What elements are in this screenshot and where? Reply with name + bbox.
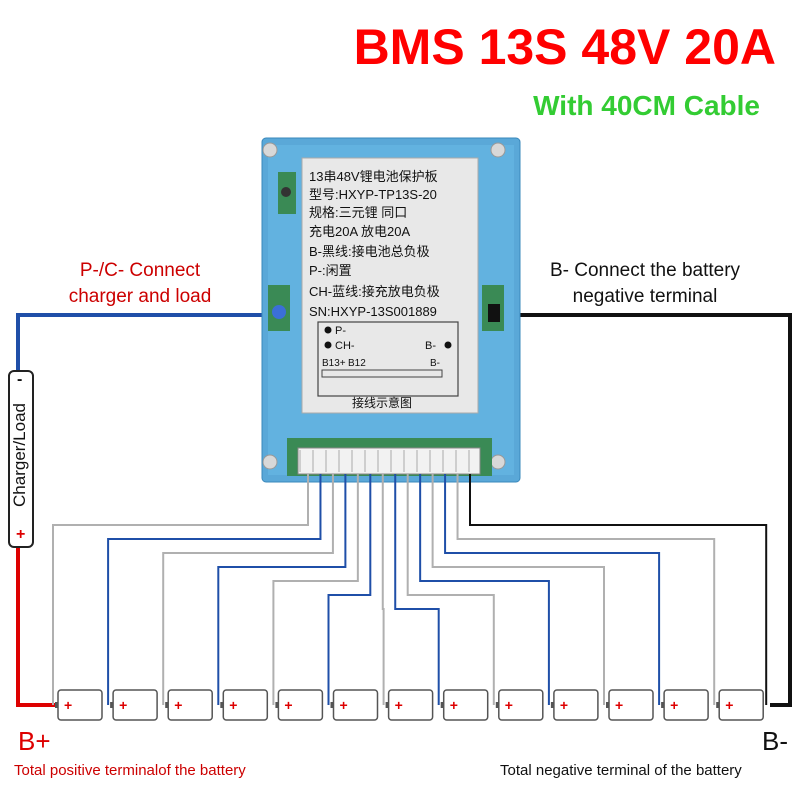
pc-connect-note-line2: charger and load bbox=[68, 286, 212, 307]
battery-cell-plus: + bbox=[229, 697, 237, 713]
battery-cell-terminal bbox=[661, 702, 665, 708]
board-line-3: 规格:三元锂 同口 bbox=[309, 205, 407, 220]
board-line-7: CH-蓝线:接充放电负极 bbox=[309, 284, 440, 299]
board-label-text: 13串48V锂电池保护板 型号:HXYP-TP13S-20 规格:三元锂 同口 … bbox=[309, 169, 440, 410]
balance-wire bbox=[456, 474, 716, 705]
battery-cells: + + + + + + + + + + + + + bbox=[55, 689, 764, 721]
charge-wire bbox=[16, 313, 275, 372]
balance-wire bbox=[107, 474, 322, 705]
battery-cell-plus: + bbox=[340, 697, 348, 713]
page-title: BMS 13S 48V 20A bbox=[353, 19, 776, 75]
diagram-ch-label: CH- bbox=[335, 340, 355, 352]
balance-wire bbox=[381, 474, 385, 705]
balance-wire bbox=[52, 474, 309, 705]
charger-load-label: Charger/Load bbox=[10, 403, 29, 507]
battery-cell-plus: + bbox=[284, 697, 292, 713]
pc-connect-note: P-/C- Connect charger and load bbox=[30, 258, 250, 310]
negative-wire bbox=[497, 313, 792, 707]
pc-connect-note-line1: P-/C- Connect bbox=[79, 260, 201, 281]
battery-cell-plus: + bbox=[505, 697, 513, 713]
balance-wires bbox=[52, 450, 768, 705]
balance-wire bbox=[272, 474, 359, 705]
battery-cell-terminal bbox=[716, 702, 720, 708]
battery-cell-plus: + bbox=[119, 697, 127, 713]
b-plus-label: B+ bbox=[18, 726, 51, 756]
board-line-8: SN:HXYP-13S001889 bbox=[309, 304, 437, 319]
board-line-4: 充电20A 放电20A bbox=[309, 224, 410, 239]
battery-cell-terminal bbox=[55, 702, 58, 708]
diagram-b-small-label: B- bbox=[430, 358, 440, 369]
b-minus-label: B- bbox=[762, 726, 788, 756]
diagram-p-label: P- bbox=[335, 325, 346, 337]
balance-wire bbox=[162, 474, 334, 705]
total-negative-label: Total negative terminal of the battery bbox=[500, 762, 742, 779]
board-line-1: 13串48V锂电池保护板 bbox=[309, 169, 438, 184]
battery-cell-plus: + bbox=[395, 697, 403, 713]
balance-wire bbox=[444, 474, 661, 705]
battery-cell-terminal bbox=[385, 702, 389, 708]
board-line-5: B-黑线:接电池总负极 bbox=[309, 244, 430, 259]
b-minus-note: B- Connect the battery negative terminal bbox=[520, 258, 770, 310]
battery-cell-plus: + bbox=[450, 697, 458, 713]
balance-wire bbox=[327, 474, 372, 705]
charger-load-box bbox=[8, 370, 34, 548]
battery-cell-plus: + bbox=[615, 697, 623, 713]
battery-cell-plus: + bbox=[64, 697, 72, 713]
balance-wire bbox=[394, 474, 440, 705]
battery-cell-terminal bbox=[550, 702, 554, 708]
battery-cell-plus: + bbox=[174, 697, 182, 713]
battery-cell-terminal bbox=[330, 702, 334, 708]
balance-wire bbox=[406, 474, 495, 705]
battery-cell-plus: + bbox=[670, 697, 678, 713]
b-minus-note-line1: B- Connect the battery bbox=[549, 260, 741, 281]
balance-wire bbox=[431, 474, 605, 705]
charger-plus-sign: + bbox=[16, 526, 26, 543]
subtitle: With 40CM Cable bbox=[533, 90, 760, 121]
battery-cell-terminal bbox=[275, 702, 279, 708]
battery-cell-terminal bbox=[495, 702, 499, 708]
diagram-b13-label: B13+ bbox=[322, 358, 346, 369]
battery-cell-terminal bbox=[165, 702, 169, 708]
positive-wire bbox=[16, 548, 58, 707]
battery-cell-plus: + bbox=[725, 697, 733, 713]
balance-wire bbox=[419, 474, 550, 705]
diagram-b12-label: B12 bbox=[348, 358, 366, 369]
battery-cell-terminal bbox=[220, 702, 224, 708]
balance-wire bbox=[217, 474, 347, 705]
diagram-b-label: B- bbox=[425, 340, 436, 352]
board-line-2: 型号:HXYP-TP13S-20 bbox=[309, 187, 437, 202]
battery-cell-plus: + bbox=[560, 697, 568, 713]
balance-wire bbox=[469, 474, 768, 705]
battery-cell-terminal bbox=[606, 702, 609, 708]
board-line-6: P-:闲置 bbox=[309, 263, 352, 278]
battery-cell-terminal bbox=[440, 702, 444, 708]
total-positive-label: Total positive terminalof the battery bbox=[14, 762, 246, 779]
diagram-caption: 接线示意图 bbox=[352, 395, 412, 410]
b-minus-note-line2: negative terminal bbox=[572, 286, 718, 307]
charger-minus-sign: - bbox=[17, 371, 23, 388]
bms-board bbox=[261, 137, 521, 483]
battery-cell-terminal bbox=[110, 702, 114, 708]
